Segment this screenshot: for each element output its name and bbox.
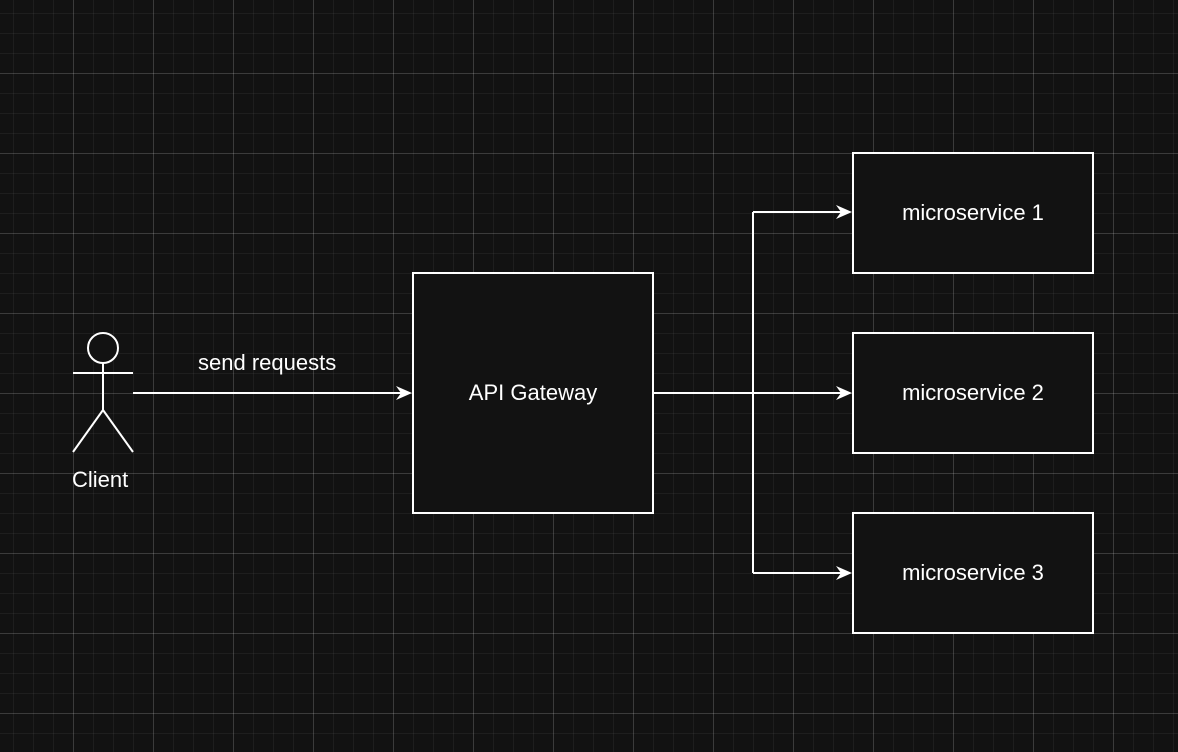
arrow-to-microservice-2[interactable] [753,386,852,400]
microservice-3-label: microservice 3 [902,560,1044,585]
api-gateway-label: API Gateway [468,380,598,405]
arrow-to-microservice-1[interactable] [753,205,852,219]
edge-label-send-requests[interactable]: send requests [198,350,337,375]
client-actor-icon[interactable] [72,332,134,453]
microservice-2-node[interactable]: microservice 2 [852,332,1094,454]
microservice-2-label: microservice 2 [902,380,1044,405]
arrow-to-microservice-3[interactable] [753,566,852,580]
microservice-3-node[interactable]: microservice 3 [852,512,1094,634]
gateway-to-services-connector[interactable] [654,212,754,573]
api-gateway-node[interactable]: API Gateway [412,272,654,514]
microservice-1-node[interactable]: microservice 1 [852,152,1094,274]
client-to-gateway-arrow[interactable] [133,386,412,400]
microservice-1-label: microservice 1 [902,200,1044,225]
client-label[interactable]: Client [72,467,129,492]
